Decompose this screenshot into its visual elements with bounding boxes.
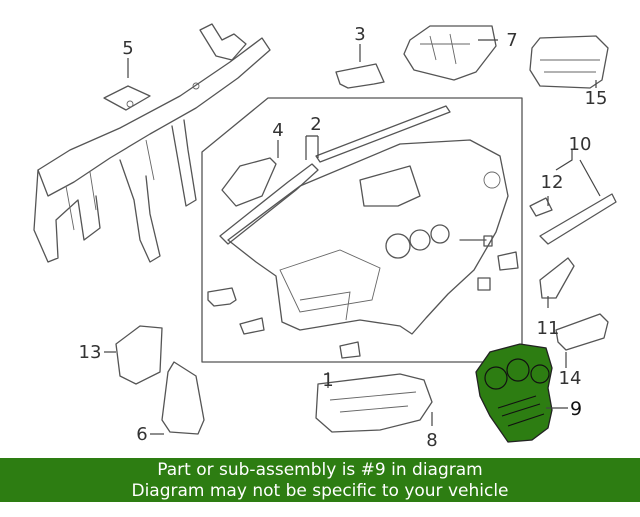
defrost-strips <box>219 105 451 245</box>
leader-lines <box>104 39 601 435</box>
callout-1: 1 <box>322 370 333 391</box>
callout-10: 10 <box>569 134 592 155</box>
upper-bracket <box>403 25 497 81</box>
trim-cover <box>335 63 385 89</box>
callout-13: 13 <box>79 342 102 363</box>
clip <box>529 197 553 217</box>
airbag-module <box>529 35 609 89</box>
lower-bracket <box>315 373 433 433</box>
side-air-vent <box>115 325 163 385</box>
callout-7: 7 <box>506 30 517 51</box>
banner-line-1: Part or sub-assembly is #9 in diagram <box>157 460 483 480</box>
trim-strip <box>539 193 617 245</box>
side-vent <box>221 157 277 207</box>
callout-15: 15 <box>585 88 608 109</box>
info-banner: Part or sub-assembly is #9 in diagram Di… <box>0 458 640 502</box>
callout-8: 8 <box>426 430 437 451</box>
callout-3: 3 <box>354 24 365 45</box>
climate-control-panel <box>475 343 553 443</box>
banner-line-2: Diagram may not be specific to your vehi… <box>131 481 509 501</box>
callout-12: 12 <box>541 172 564 193</box>
mounting-hardware <box>207 235 519 359</box>
callout-14: 14 <box>559 368 582 389</box>
callout-9: 9 <box>570 398 582 420</box>
callout-6: 6 <box>136 424 147 445</box>
cross-car-beam <box>33 23 271 263</box>
callout-5: 5 <box>122 38 133 59</box>
end-cap <box>161 361 205 435</box>
dashboard-frame <box>201 97 523 363</box>
climate-control-panel-body <box>475 343 553 443</box>
instrument-panel <box>227 139 509 335</box>
end-trim <box>539 257 575 299</box>
callout-11: 11 <box>537 318 560 339</box>
right-trims <box>529 193 617 351</box>
callout-2: 2 <box>310 114 321 135</box>
callout-4: 4 <box>272 120 283 141</box>
vent-bezel <box>555 313 609 351</box>
